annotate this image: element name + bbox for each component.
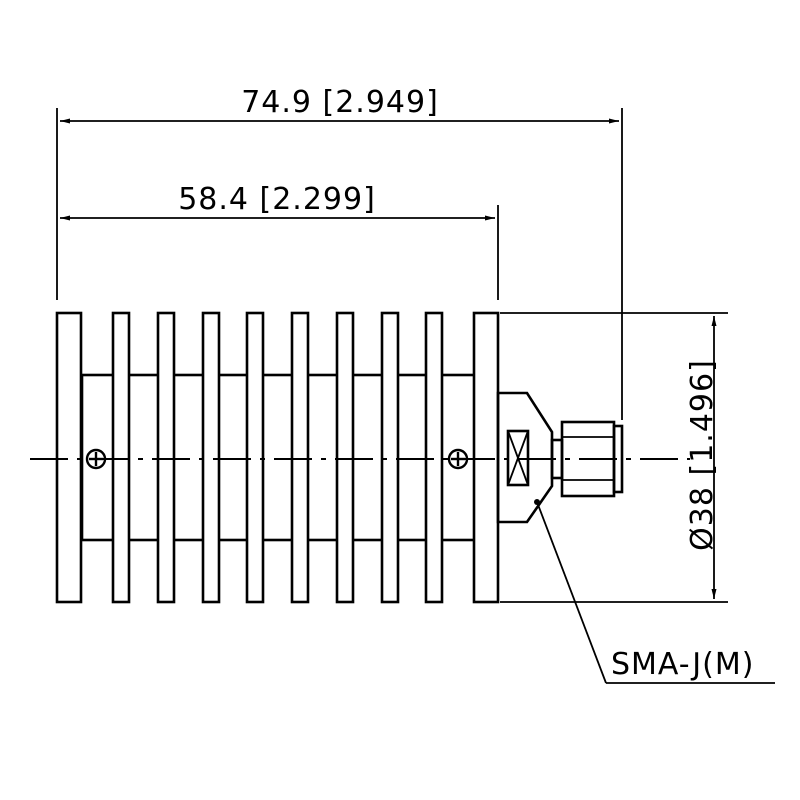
diameter-text: Ø38 [1.496] — [685, 359, 720, 551]
heatsink-fin — [245, 311, 265, 604]
heatsink-fin — [290, 311, 310, 604]
body-length-dimension: 58.4 [2.299] — [60, 182, 499, 300]
heatsink-fin — [424, 311, 444, 604]
heatsink-core — [80, 373, 477, 542]
heatsink-fin — [201, 311, 221, 604]
leader-line — [536, 501, 607, 684]
connector-adapter — [496, 391, 554, 524]
body-length-text: 58.4 [2.299] — [178, 182, 376, 217]
heatsink-fin — [335, 311, 355, 604]
heatsink-fin — [380, 311, 400, 604]
overall-length-text: 74.9 [2.949] — [241, 85, 439, 120]
heatsink-fin — [111, 311, 131, 604]
connector-callout: SMA-J(M) — [534, 499, 775, 684]
heatsink-body — [55, 311, 500, 604]
heatsink-end-flange-right — [472, 311, 500, 604]
heatsink-end-flange-left — [55, 311, 83, 604]
heatsink-fin — [156, 311, 176, 604]
connector-label: SMA-J(M) — [611, 647, 754, 682]
leader-dot — [534, 499, 540, 505]
diameter-dimension: Ø38 [1.496] — [500, 312, 728, 603]
overall-length-dimension: 74.9 [2.949] — [56, 85, 623, 420]
sma-connector — [496, 391, 624, 524]
